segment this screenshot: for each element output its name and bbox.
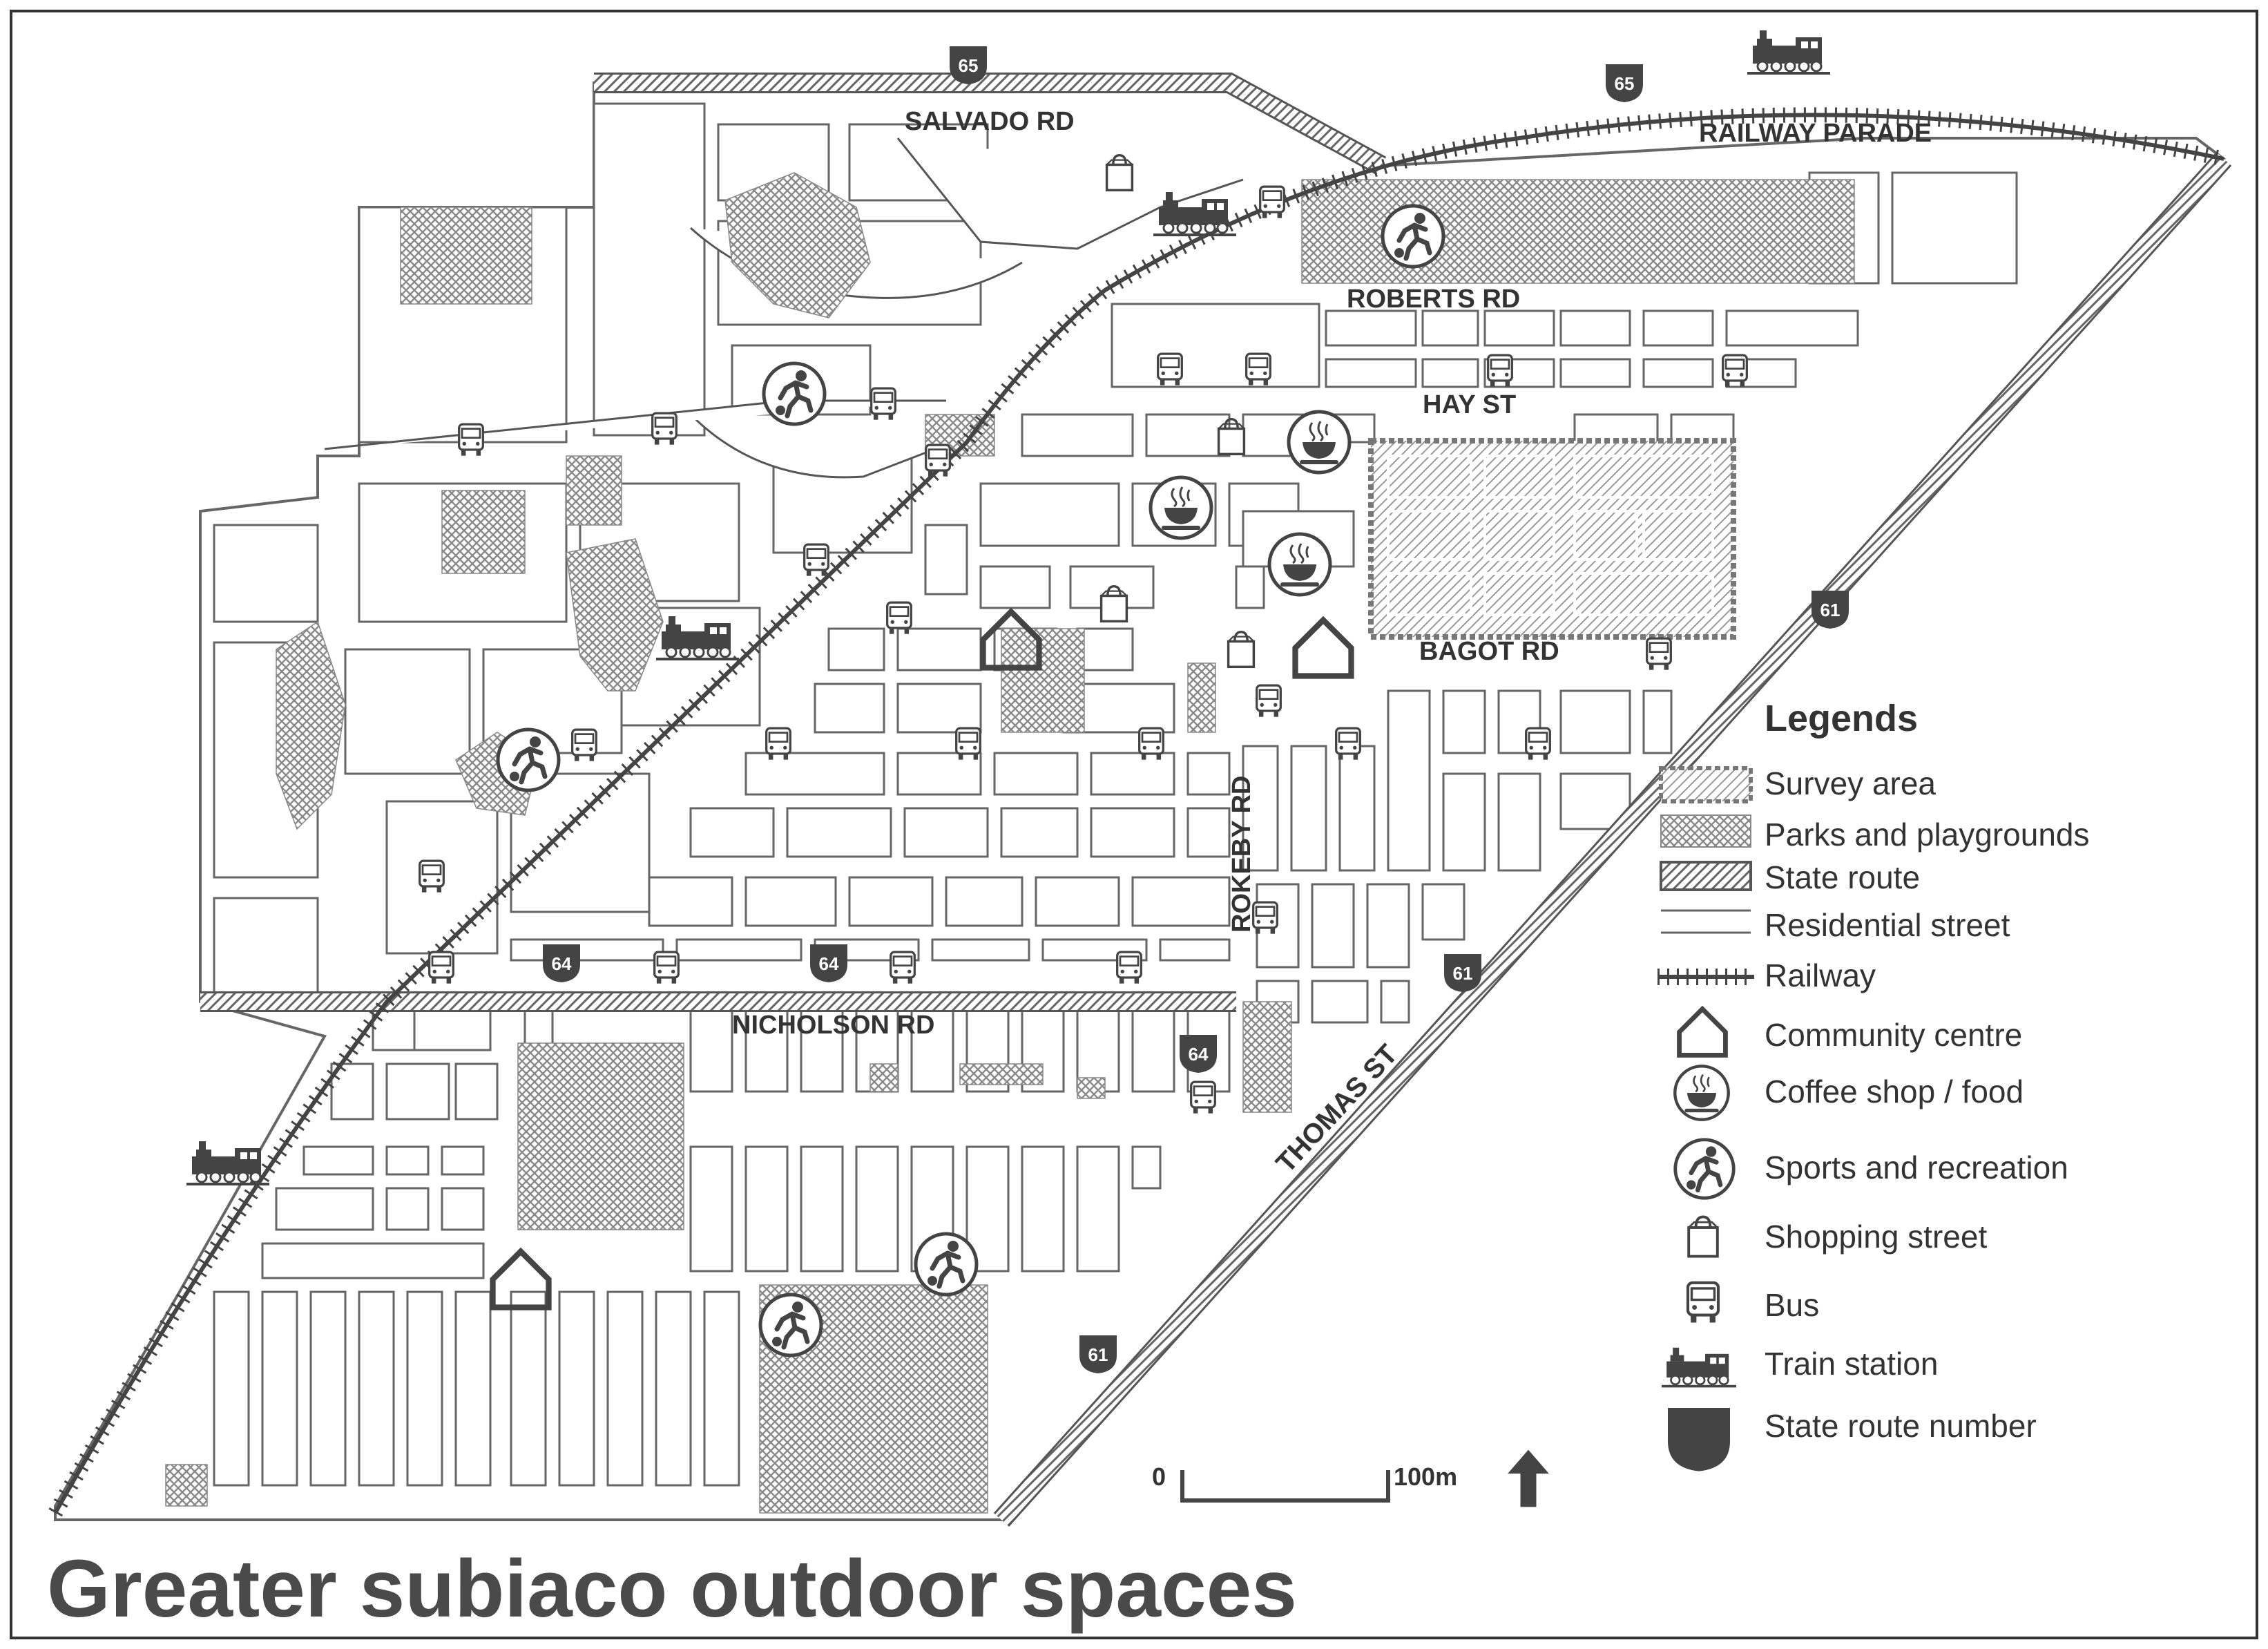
svg-text:64: 64 [819,953,839,974]
route-shield-icon: 61 [1811,591,1849,629]
shopping-bag-icon [1217,417,1246,456]
legend-label-shopping: Shopping street [1765,1219,1987,1255]
northwest-parks [276,172,995,830]
svg-text:61: 61 [1453,963,1473,984]
survey-area [1368,438,1736,640]
street-label-nicholson: NICHOLSON RD [732,1011,934,1040]
coffee-cup-icon [1269,534,1330,595]
route-shield-icon: 61 [1444,954,1481,992]
legend-label-state-route: State route [1765,859,1920,895]
shopping-bag-icon [1105,153,1134,192]
route-shields: 65 65 61 61 61 64 64 64 [543,46,1849,1373]
svg-text:65: 65 [959,55,979,76]
street-label-roberts: ROBERTS RD [1347,285,1520,314]
soccer-player-icon [1675,1140,1733,1198]
residential-street-swatch [1661,909,1751,934]
legend: Legends Survey area Parks and playground… [1657,698,2090,1471]
street-label-hay: HAY ST [1423,390,1516,419]
route-shield-icon: 64 [1180,1035,1217,1073]
soccer-player-icon [764,363,825,424]
scale-bar: 0 100m [1152,1462,1457,1503]
soccer-player-icon [916,1234,977,1295]
svg-text:65: 65 [1615,73,1635,94]
street-label-bagot: BAGOT RD [1419,637,1559,666]
street-label-salvado: SALVADO RD [905,107,1075,136]
park-swatch [1660,814,1751,848]
soccer-player-icon [760,1295,821,1355]
route-shield-icon [1668,1408,1730,1471]
legend-label-sports: Sports and recreation [1765,1150,2068,1185]
svg-text:0: 0 [1152,1462,1166,1491]
coffee-cup-icon [1289,412,1349,473]
svg-text:61: 61 [1088,1344,1108,1365]
legend-label-coffee: Coffee shop / food [1765,1074,2024,1109]
route-shield-icon: 64 [543,944,580,982]
svg-text:61: 61 [1820,600,1841,620]
soccer-player-icon [1383,206,1443,267]
route-shield-icon: 65 [1606,64,1643,102]
legend-label-community: Community centre [1765,1017,2022,1053]
route-shield-icon: 61 [1079,1335,1117,1373]
legend-label-shield: State route number [1765,1408,2037,1444]
svg-text:64: 64 [1189,1044,1209,1065]
coffee-cup-icon [1151,477,1211,538]
legend-label-residential: Residential street [1765,907,2010,943]
route-shield-icon: 64 [810,944,847,982]
svg-text:64: 64 [552,953,572,974]
shopping-bag-icon [1687,1215,1719,1258]
coffee-cup-icon [1675,1066,1728,1119]
survey-area-swatch [1659,766,1753,803]
svg-text:100m: 100m [1394,1462,1457,1491]
central-parks [1001,179,1855,1113]
street-label-railway-parade: RAILWAY PARADE [1699,119,1932,148]
block-grid-east [1242,689,1673,1024]
legend-label-bus: Bus [1765,1287,1819,1323]
legend-label-train: Train station [1765,1346,1938,1382]
state-route-swatch [1660,861,1752,891]
shopping-bag-icon [1227,630,1256,669]
legend-label-survey: Survey area [1765,765,1936,801]
soccer-player-icon [498,730,559,790]
legend-label-railway: Railway [1765,957,1876,993]
route-shield-icon: 65 [950,46,987,84]
legend-label-parks: Parks and playgrounds [1765,817,2090,852]
state-routes [200,73,2232,1527]
map-title: Greater subiaco outdoor spaces [47,1543,1297,1634]
legend-heading: Legends [1765,698,1918,739]
shopping-bag-icon [1099,584,1128,623]
street-label-rokeby: ROKEBY RD [1227,776,1256,933]
railway-line [48,107,2226,1517]
south-blocks [213,1007,1231,1487]
